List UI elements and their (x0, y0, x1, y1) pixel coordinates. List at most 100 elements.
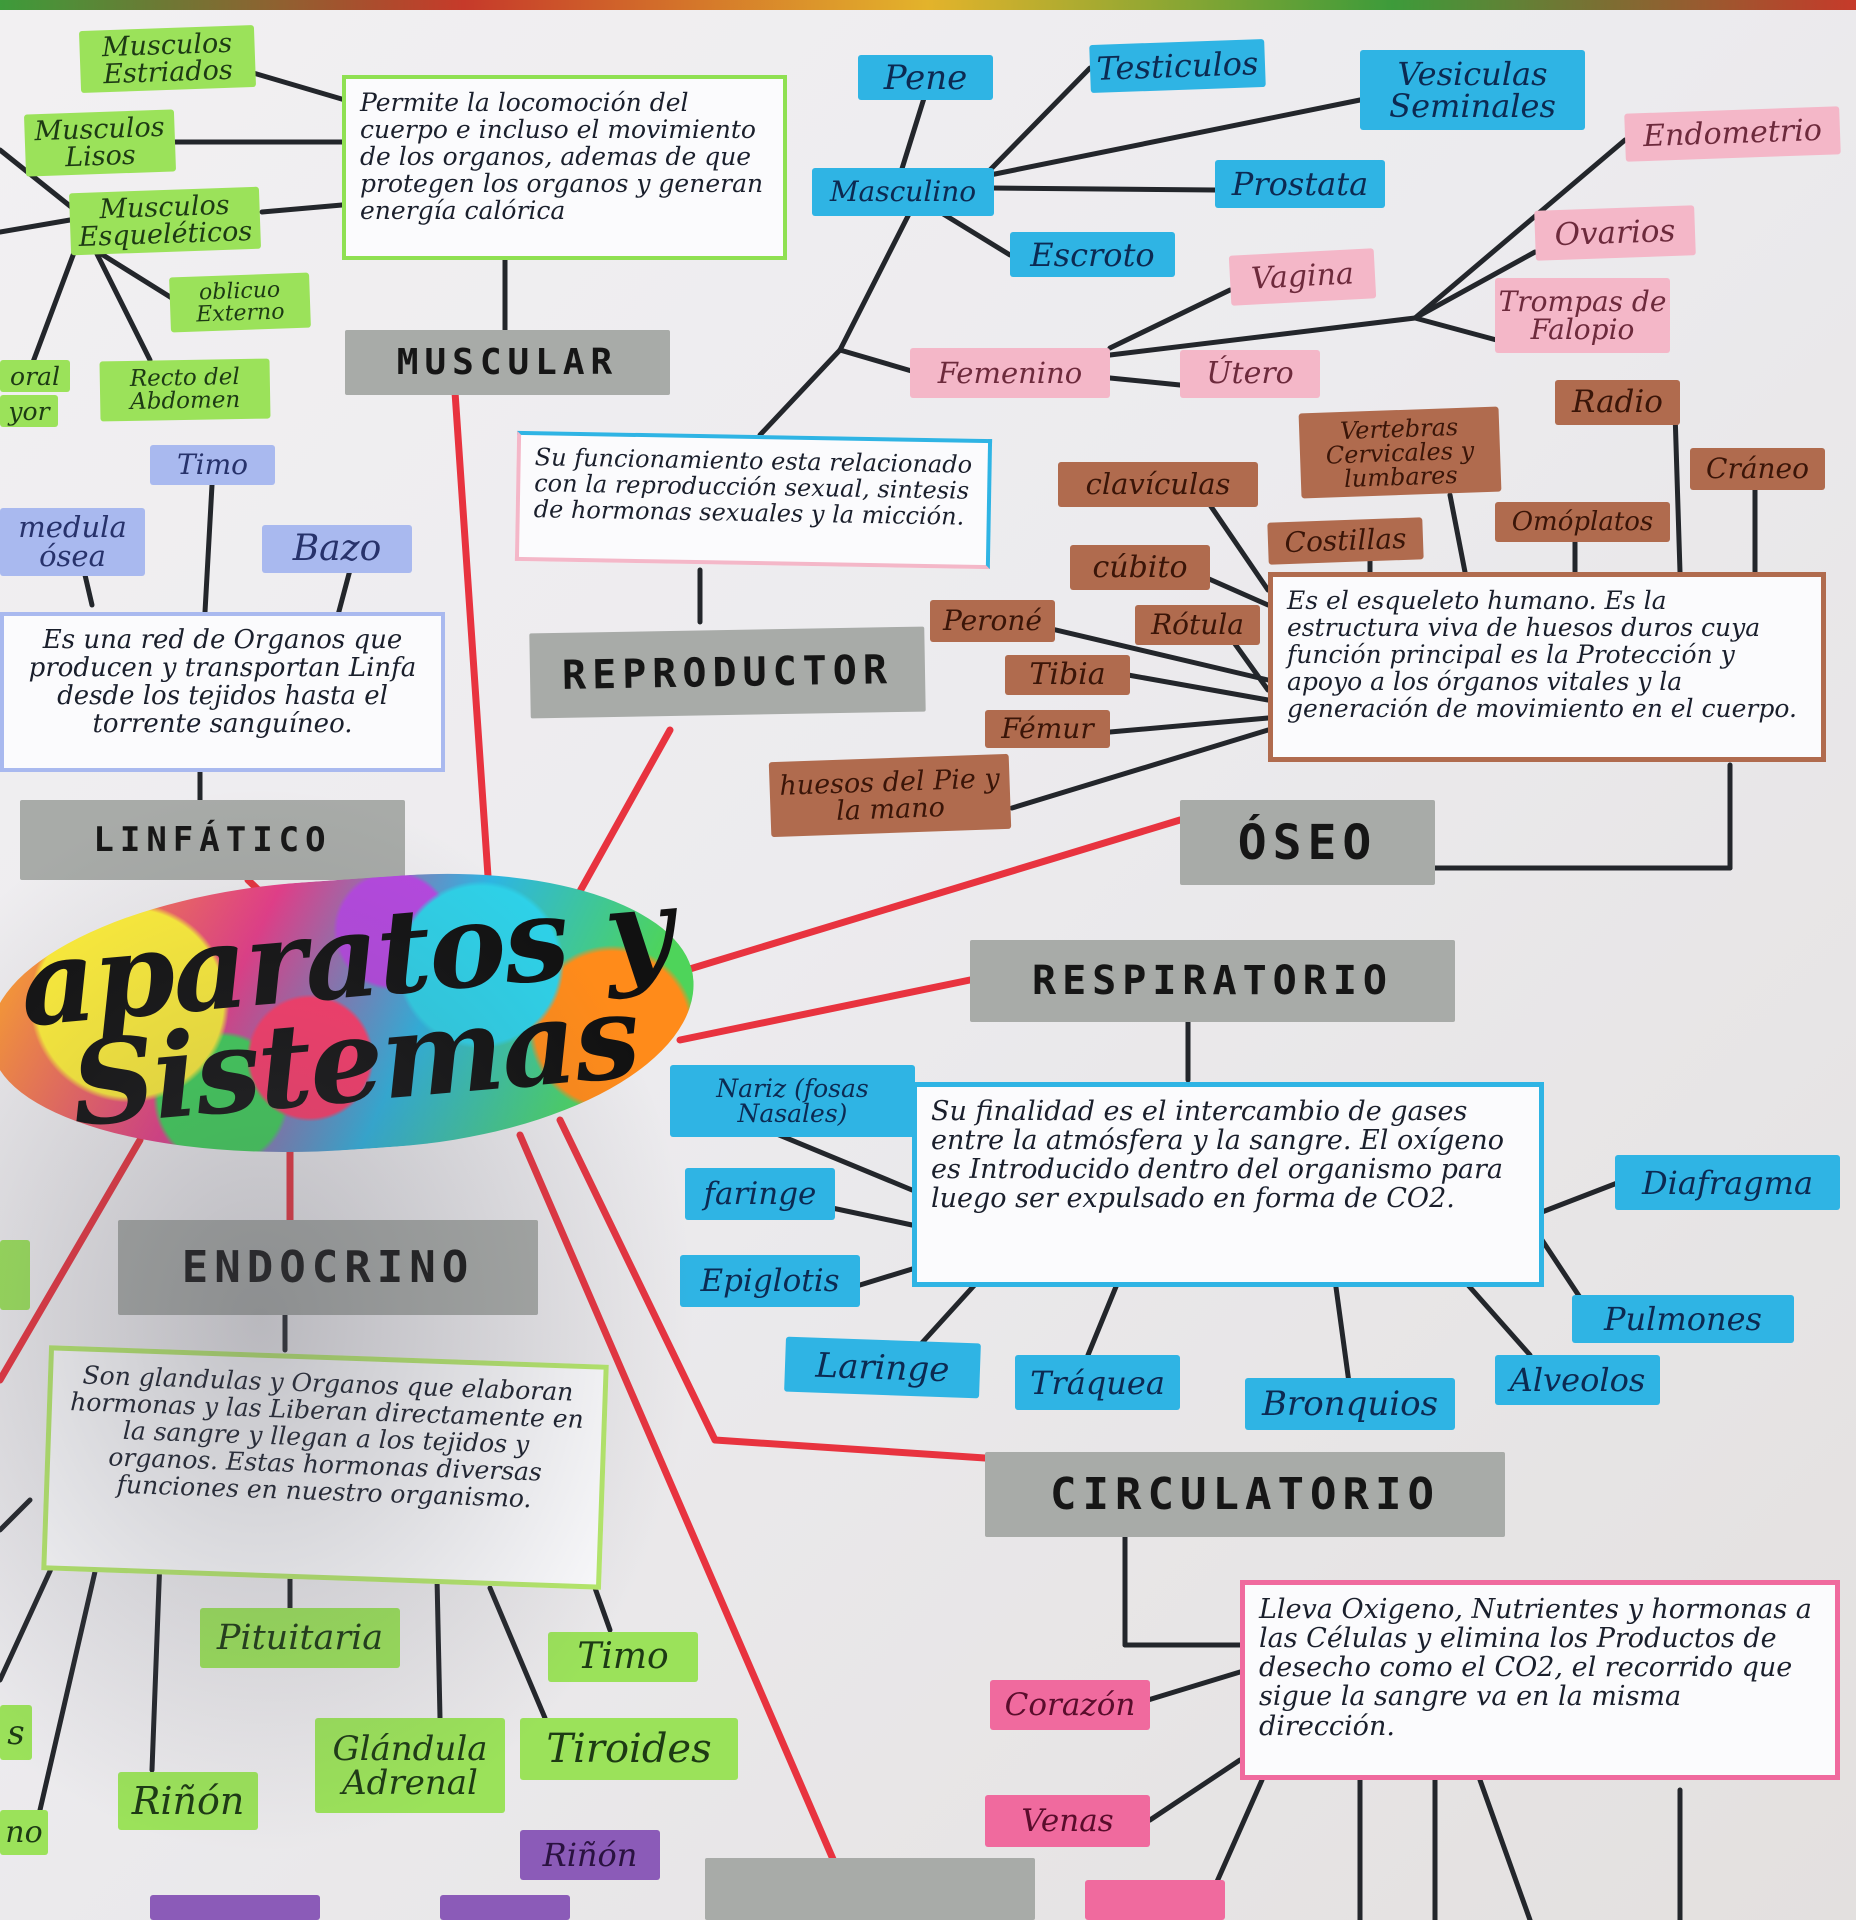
heading-linfatico: LINFÁTICO (20, 800, 405, 880)
label-prostata: Prostata (1215, 160, 1385, 208)
link-radio (1672, 409, 1683, 575)
label-masculino: Masculino (812, 168, 994, 216)
label-cubito: cúbito (1070, 545, 1210, 590)
link-masculino-pene (897, 92, 928, 178)
respiratorio-description-box: Su finalidad es el intercambio de gases … (912, 1082, 1544, 1287)
link-left-1 (0, 147, 78, 213)
label-corazon: Corazón (990, 1680, 1150, 1730)
link-ovarios (1412, 249, 1538, 321)
heading-circulatorio: CIRCULATORIO (985, 1452, 1505, 1537)
label-musculos-estriados: Musculos Estriados (78, 24, 257, 94)
label-oblicuo-externo: oblicuo Externo (169, 272, 311, 333)
link-corazon (1145, 1669, 1243, 1703)
red-line-sistema-inferior (516, 1131, 846, 1884)
label-endocrino-no: no (0, 1810, 48, 1855)
label-timo-linfatico: Timo (150, 445, 275, 485)
label-femenino: Femenino (910, 348, 1110, 398)
link-masculino-escroto (937, 209, 1013, 258)
label-bottom-purple-1 (150, 1895, 320, 1920)
label-pene: Pene (858, 55, 993, 100)
link-vertebras (1447, 492, 1468, 575)
heading-reproductor: REPRODUCTOR (529, 626, 926, 719)
label-vertebras: Vertebras Cervicales y lumbares (1298, 406, 1502, 499)
label-rotula: Rótula (1135, 605, 1260, 645)
label-oral: oral (0, 360, 70, 392)
central-title: aparatos y Sistemas (14, 861, 677, 1154)
tablecloth-edge (0, 0, 1856, 10)
link-cubito (1197, 572, 1271, 608)
label-utero: Útero (1180, 350, 1320, 398)
linfatico-description-box: Es una red de Organos que producen y tra… (0, 612, 445, 772)
link-oral (27, 247, 78, 373)
link-utero (1107, 375, 1183, 388)
label-omoplatos: Omóplatos (1495, 502, 1670, 542)
link-fem-hub (1107, 315, 1418, 358)
oseo-description-box: Es el esqueleto humano. Es la estructura… (1268, 572, 1826, 762)
label-claviculas: clavículas (1058, 462, 1258, 507)
link-tiroides (487, 1585, 548, 1721)
label-ovarios: Ovarios (1534, 205, 1696, 261)
label-costillas: Costillas (1267, 517, 1424, 565)
label-escroto: Escroto (1010, 232, 1175, 277)
label-testiculos: Testiculos (1089, 38, 1266, 94)
link-perone (1019, 619, 1271, 683)
red-line-muscular (451, 388, 496, 939)
label-recto-abdomen: Recto del Abdomen (99, 358, 271, 422)
link-venas (1147, 1757, 1243, 1823)
label-bronquios: Bronquios (1245, 1378, 1455, 1430)
link-tronco-caja (757, 347, 843, 438)
link-rinon (149, 1555, 163, 1773)
link-masculino-prostata (987, 185, 1218, 193)
label-traquea: Tráquea (1015, 1355, 1180, 1410)
red-line-izquierda (0, 1136, 144, 1384)
circulatorio-description-box: Lleva Oxigeno, Nutrientes y hormonas a l… (1240, 1580, 1840, 1780)
link-adrenal (434, 1575, 443, 1721)
label-huesos-pie-mano: huesos del Pie y la mano (768, 753, 1012, 838)
red-line-respiratorio (676, 976, 974, 1044)
label-musculos-lisos: Musculos Lisos (23, 109, 177, 177)
label-glandula-adrenal: Glándula Adrenal (315, 1718, 505, 1813)
muscular-description-box: Permite la locomoción del cuerpo e inclu… (342, 75, 787, 260)
link-endo-izq1 (37, 1547, 103, 1813)
label-endometrio: Endometrio (1624, 106, 1841, 162)
link-circ-4 (1477, 1777, 1533, 1920)
heading-respiratorio: RESPIRATORIO (970, 940, 1455, 1022)
label-bazo: Bazo (262, 525, 412, 573)
label-craneo: Cráneo (1690, 448, 1825, 490)
label-nariz: Nariz (fosas Nasales) (670, 1065, 915, 1137)
link-endometrio (1412, 137, 1628, 321)
label-faringe: faringe (685, 1168, 835, 1220)
label-radio: Radio (1555, 380, 1680, 425)
label-rinon-2: Riñón (520, 1830, 660, 1880)
label-tiroides: Tiroides (520, 1718, 738, 1780)
heading-oseo: ÓSEO (1180, 800, 1435, 885)
link-timo (202, 482, 215, 615)
label-rinon: Riñón (118, 1772, 258, 1830)
red-line-circulatorio-b (711, 1436, 989, 1462)
label-perone: Peroné (930, 600, 1055, 642)
link-femur (1107, 715, 1271, 735)
label-left-green-fragment (0, 1240, 30, 1310)
link-bronquios (1332, 1277, 1353, 1393)
label-diafragma: Diafragma (1615, 1155, 1840, 1210)
link-timo-endo (592, 1585, 613, 1633)
red-line-oseo (666, 816, 1184, 979)
link-left-2 (0, 217, 73, 235)
link-tronco-masc (837, 209, 913, 353)
link-tronco-fem (837, 347, 918, 375)
link-endo-izq3 (0, 1497, 33, 1533)
link-pie-mano (1009, 727, 1271, 811)
link-recto (92, 247, 153, 363)
label-tibia: Tibia (1005, 655, 1130, 695)
link-esqueleticos (259, 202, 345, 215)
label-yor: yor (0, 395, 58, 427)
link-masculino-testiculos (987, 65, 1093, 173)
label-musculos-esqueleticos: Musculos Esqueléticos (68, 186, 262, 256)
link-clavicula (1207, 502, 1271, 593)
link-alveolos (1465, 1282, 1533, 1358)
label-laringe: Laringe (784, 1336, 981, 1399)
label-vagina: Vagina (1228, 248, 1377, 306)
link-bazo (335, 567, 353, 618)
endocrino-description-box: Son glandulas y Organos que elaboran hor… (41, 1345, 609, 1590)
label-bottom-purple-2 (440, 1895, 570, 1920)
